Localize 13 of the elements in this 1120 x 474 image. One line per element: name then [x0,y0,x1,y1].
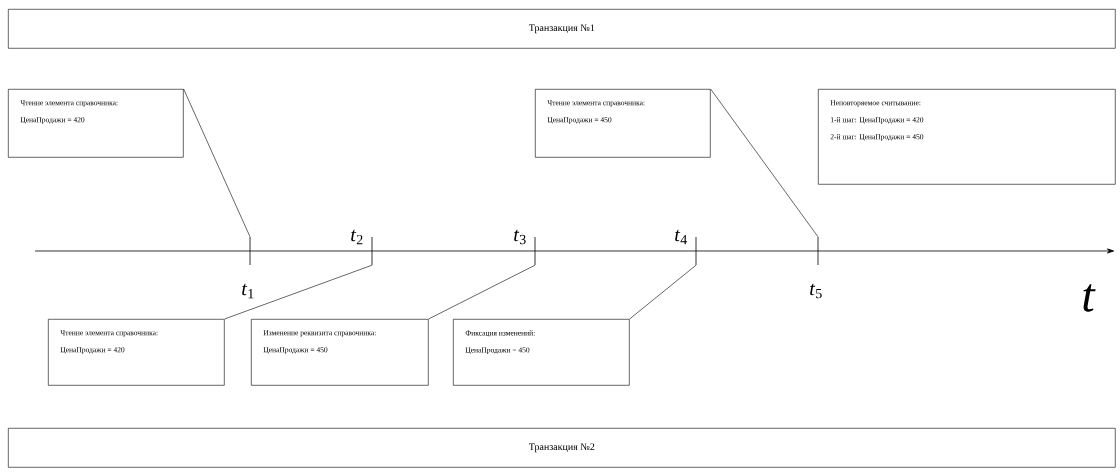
axis-label: t [1083,284,1096,312]
tick-label: t$_{5}$ [810,283,822,299]
transaction-band: Транзакция №1 [8,9,1116,49]
leader-line [224,264,373,320]
transaction-band: Транзакция №2 [8,427,1116,468]
tick-label: t$_{1}$ [242,283,254,299]
leader-line [183,88,251,238]
leader-line [428,264,536,320]
tick-label: t$_{3}$ [514,229,526,245]
tick-label: t$_{4}$ [675,229,687,245]
leader-line [629,264,697,320]
leader-line [710,88,819,238]
tick-label: t$_{2}$ [351,229,363,245]
